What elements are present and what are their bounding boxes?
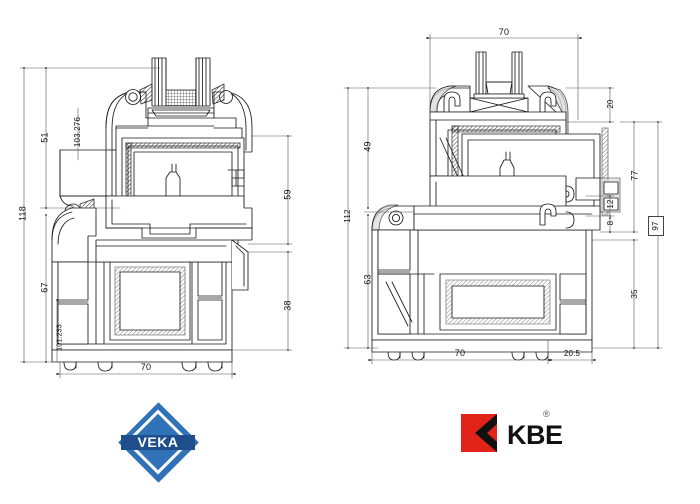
dimension-label-kbe-49: 49 <box>362 141 373 152</box>
dimension-label-veka-51: 51 <box>39 132 50 143</box>
kbe-mark-icon <box>461 414 497 452</box>
kbe-wordmark: KBE <box>507 420 563 450</box>
dimension-label-kbe-112: 112 <box>343 209 352 223</box>
dimension-label-veka-38: 38 <box>282 300 293 311</box>
dimension-label-veka-67: 67 <box>39 282 50 293</box>
kbe-logo: KBE ® <box>461 409 591 457</box>
veka-logo: VEKA <box>117 401 199 483</box>
kbe-cross-section <box>343 33 663 365</box>
dimension-label-kbe-20: 20 <box>606 99 615 109</box>
dimension-label-kbe-8: 8 <box>606 220 615 226</box>
dimension-label-kbe-97-boxed: 97 <box>648 216 664 236</box>
dimension-label-kbe-205: 20.5 <box>563 349 581 358</box>
dimension-label-kbe-70-bottom: 70 <box>454 348 466 358</box>
dimension-label-veka-70: 70 <box>140 362 152 372</box>
dimension-label-kbe-70-top: 70 <box>498 27 510 37</box>
veka-wordmark: VEKA <box>137 434 179 450</box>
dimension-label-veka-59: 59 <box>282 189 293 200</box>
veka-wordmark-band: VEKA <box>121 434 195 450</box>
dimension-label-kbe-77: 77 <box>629 170 640 181</box>
veka-cross-section <box>19 57 293 379</box>
kbe-registered-icon: ® <box>543 409 550 419</box>
dimension-label-kbe-35: 35 <box>630 289 639 299</box>
dimension-label-veka-103276: 103.276 <box>73 116 82 148</box>
dimension-label-veka-118: 118 <box>17 206 28 221</box>
dimension-label-veka-101233: 101.233 <box>56 324 64 351</box>
dimension-label-kbe-63: 63 <box>362 274 373 285</box>
